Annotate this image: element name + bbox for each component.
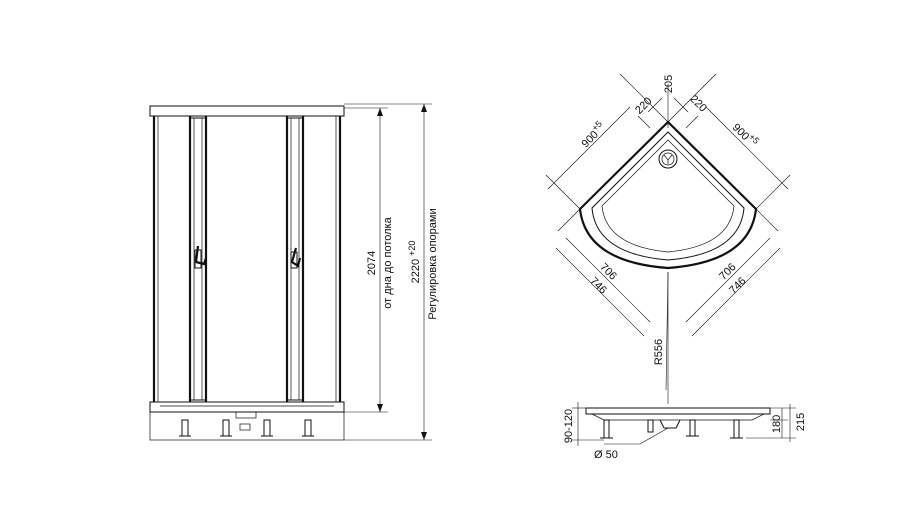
height-adjust-label: 2220 +20: [407, 241, 422, 284]
total-height-label: 215: [795, 413, 807, 431]
drain-diameter-label: Ø 50: [594, 449, 618, 461]
outer-right-label: 746: [727, 275, 748, 296]
plan-view: 900+5 900+5 220 220 205 706 746 706 746 …: [545, 73, 791, 404]
right-handle-icon: [290, 247, 302, 268]
height-total-note: от дна до потолка: [382, 216, 394, 308]
front-tray: [149, 401, 345, 441]
plan-extension-lines: [545, 73, 791, 404]
side-tray-rim: [585, 407, 771, 415]
height-total-label: 2074: [366, 251, 378, 275]
leg-range-label: 90-120: [563, 409, 575, 443]
offset-right-label: 220: [687, 93, 708, 114]
radius-label: R556: [653, 339, 665, 365]
side-drain-icon: [659, 419, 681, 429]
drain-icon: [658, 149, 678, 169]
width-left-label: 900+5: [577, 119, 609, 151]
offset-left-label: 220: [633, 95, 654, 116]
width-right-label: 900+5: [730, 119, 762, 151]
height-adjust-note: Регулировка опорами: [427, 208, 439, 319]
side-view: 90-120 Ø 50 180 215: [563, 402, 807, 461]
front-legs: [179, 419, 314, 437]
plan-dimension-lines: [547, 97, 789, 391]
side-legs: [600, 419, 743, 439]
tray-inner-rim: [591, 131, 745, 261]
left-door: [188, 116, 208, 402]
top-rail: [149, 105, 345, 117]
drain-offset-label: 205: [663, 75, 675, 93]
height-dimensions: [344, 103, 432, 441]
front-view: 2074 от дна до потолка 2220 +20 Регулиро…: [149, 103, 439, 441]
tray-outline: [578, 120, 758, 270]
left-handle-icon: [194, 245, 208, 266]
side-left-dims: [572, 402, 604, 446]
tray-height-label: 180: [771, 415, 783, 433]
side-right-dims: [746, 404, 796, 442]
outer-left-label: 746: [587, 275, 608, 296]
